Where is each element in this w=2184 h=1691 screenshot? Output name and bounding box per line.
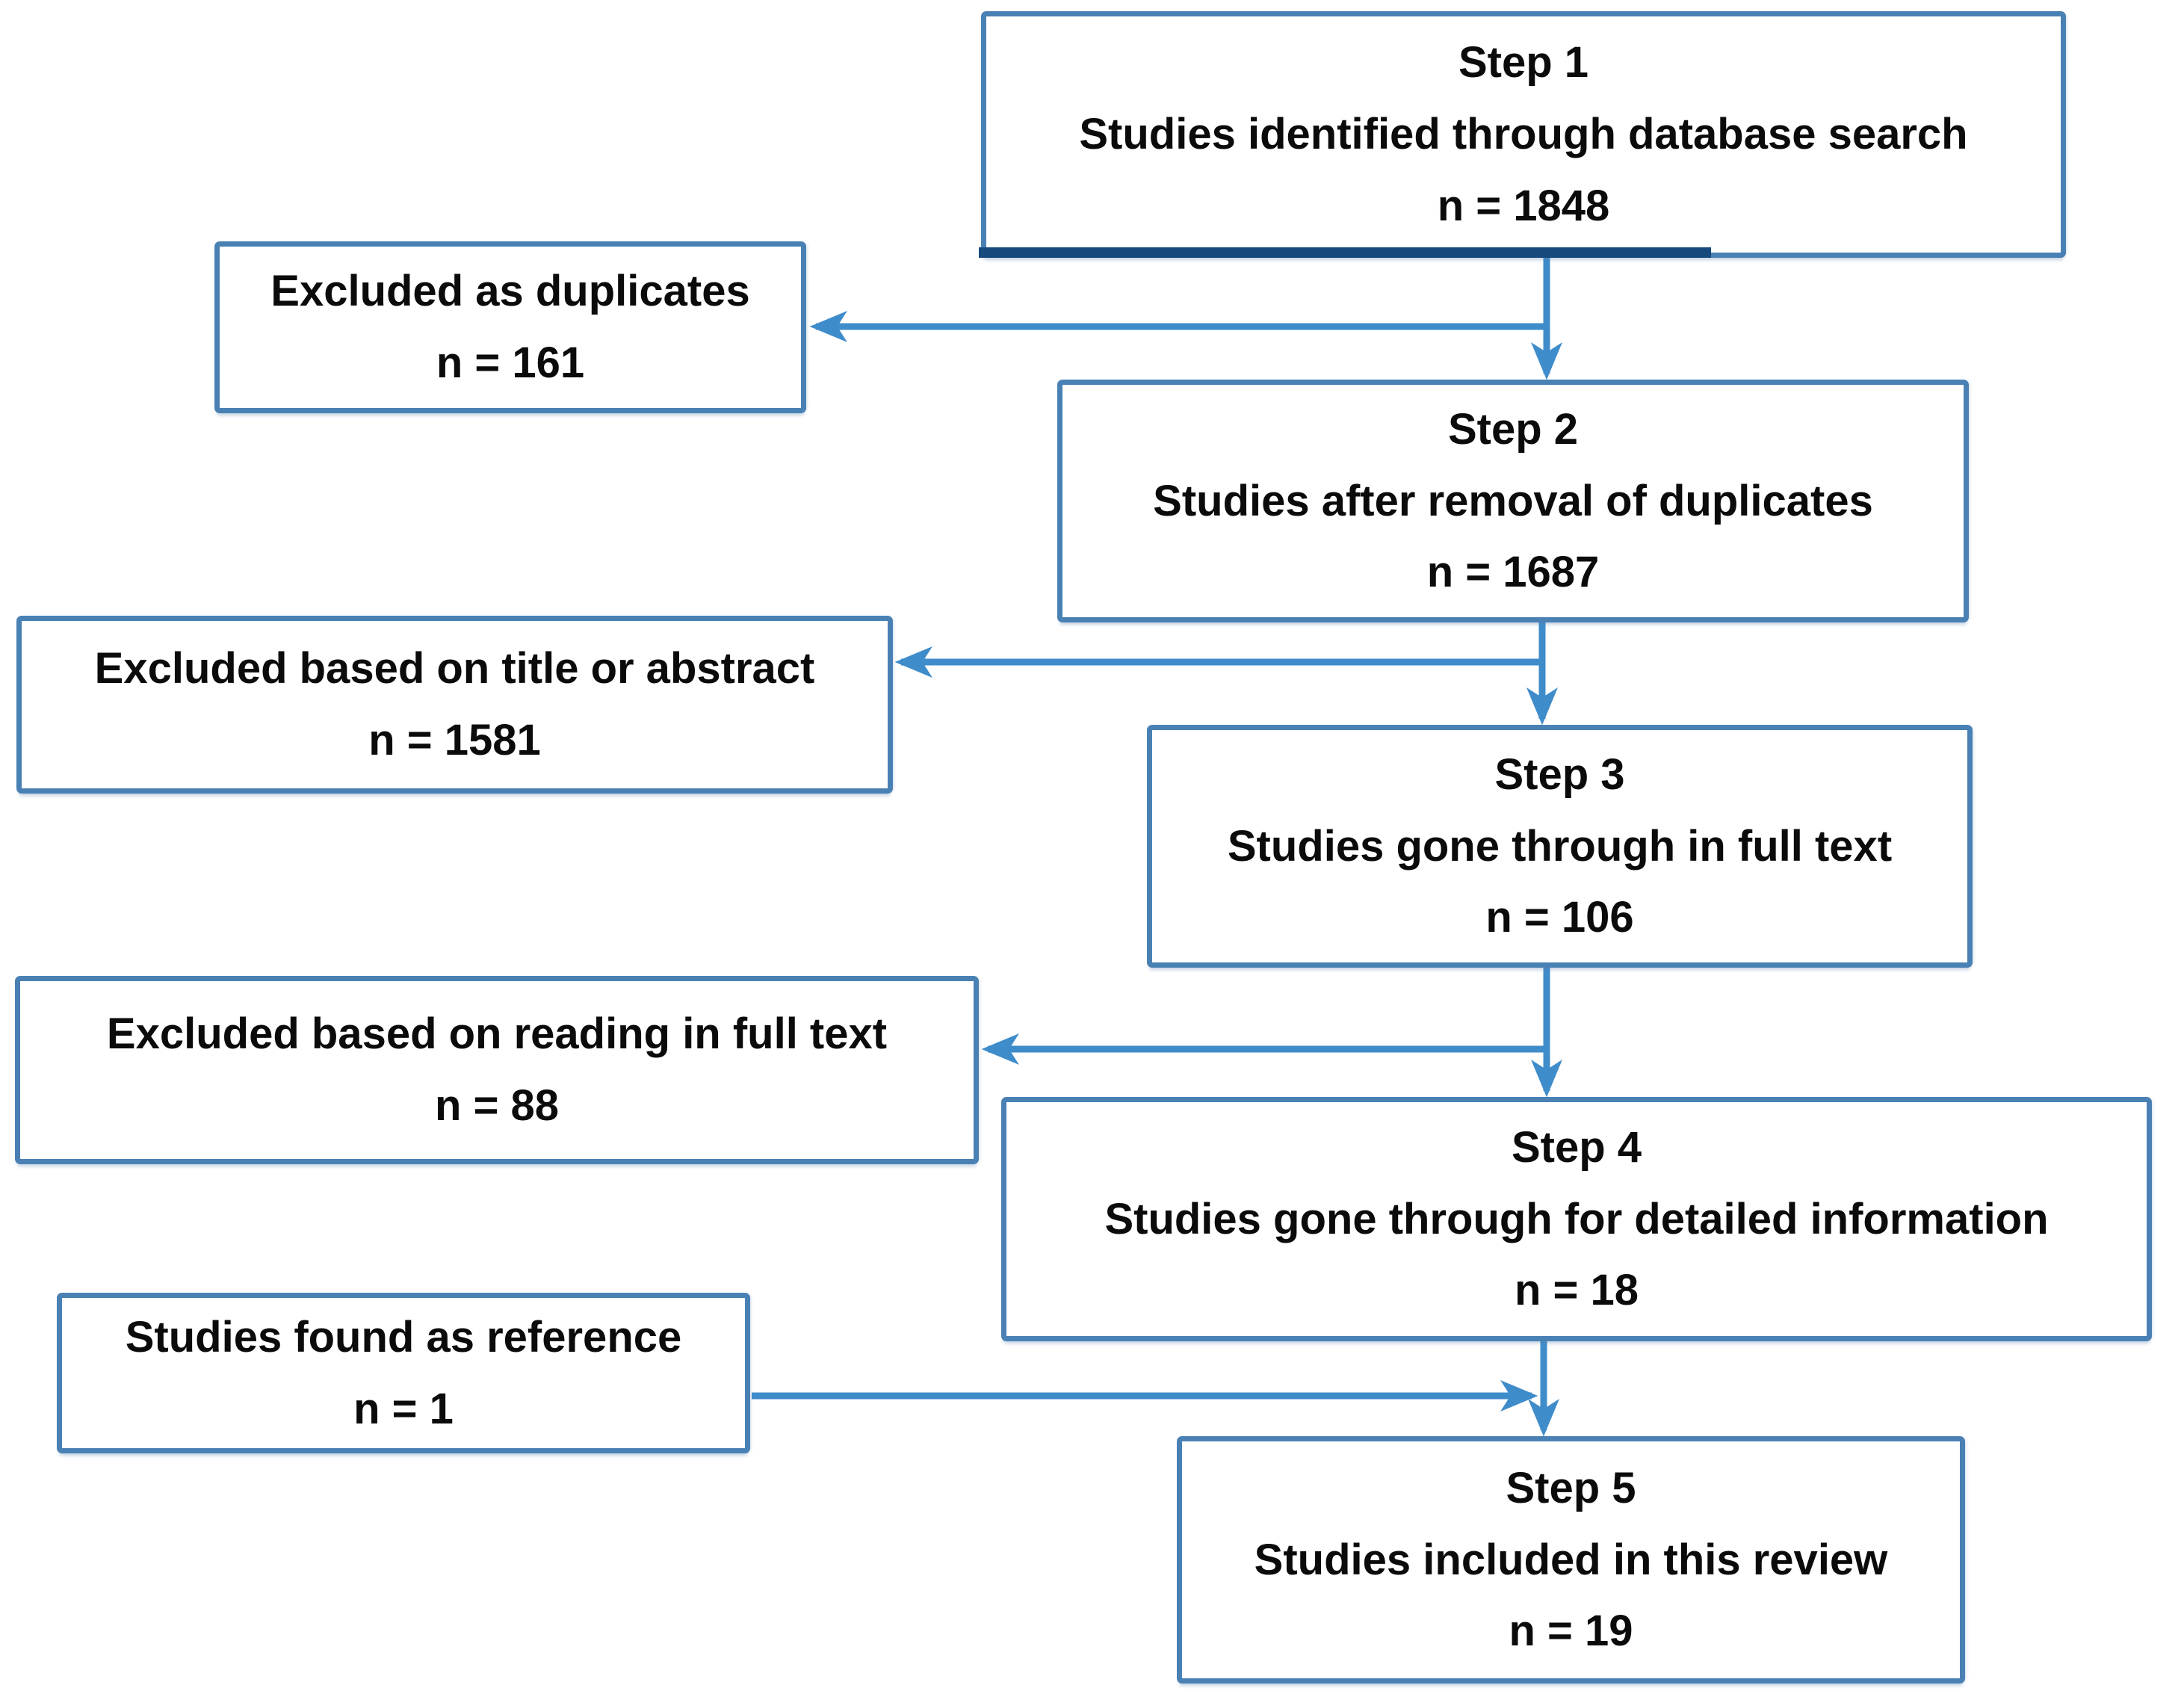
step1-bottom-edge	[979, 247, 1711, 258]
step4-count: n = 18	[1514, 1266, 1639, 1315]
excluded-duplicates-box: Excluded as duplicates n = 161	[214, 241, 806, 413]
step2-count: n = 1687	[1426, 548, 1600, 597]
step1-count: n = 1848	[1437, 181, 1610, 230]
excluded-full-text-box: Excluded based on reading in full text n…	[15, 976, 979, 1164]
studies-found-as-reference-box: Studies found as reference n = 1	[57, 1293, 750, 1453]
studies-found-as-reference-label: Studies found as reference	[125, 1312, 682, 1361]
step5-count: n = 19	[1509, 1607, 1633, 1656]
step2-title: Step 2	[1447, 404, 1579, 454]
studies-found-as-reference-count: n = 1	[353, 1384, 454, 1433]
excluded-title-abstract-box: Excluded based on title or abstract n = …	[16, 616, 893, 794]
excluded-title-abstract-count: n = 1581	[368, 716, 541, 764]
step3-count: n = 106	[1485, 893, 1634, 942]
excluded-full-text-label: Excluded based on reading in full text	[106, 1010, 888, 1059]
step4-description: Studies gone through for detailed inform…	[1104, 1194, 2049, 1243]
step1-box: Step 1 Studies identified through databa…	[981, 11, 2066, 258]
excluded-full-text-count: n = 88	[434, 1081, 560, 1130]
step3-description: Studies gone through in full text	[1227, 821, 1893, 871]
excluded-duplicates-count: n = 161	[436, 338, 585, 387]
step1-description: Studies identified through database sear…	[1079, 110, 1968, 159]
step5-description: Studies included in this review	[1254, 1535, 1888, 1584]
step1-title: Step 1	[1458, 38, 1589, 87]
step3-box: Step 3 Studies gone through in full text…	[1147, 725, 1973, 968]
step4-box: Step 4 Studies gone through for detailed…	[1001, 1097, 2152, 1341]
excluded-duplicates-label: Excluded as duplicates	[270, 267, 750, 316]
excluded-title-abstract-label: Excluded based on title or abstract	[94, 644, 815, 693]
step5-box: Step 5 Studies included in this review n…	[1177, 1436, 1965, 1684]
step2-description: Studies after removal of duplicates	[1153, 476, 1873, 525]
step5-title: Step 5	[1506, 1463, 1636, 1512]
step4-title: Step 4	[1511, 1122, 1642, 1172]
step3-title: Step 3	[1494, 749, 1625, 799]
step2-box: Step 2 Studies after removal of duplicat…	[1057, 380, 1969, 622]
